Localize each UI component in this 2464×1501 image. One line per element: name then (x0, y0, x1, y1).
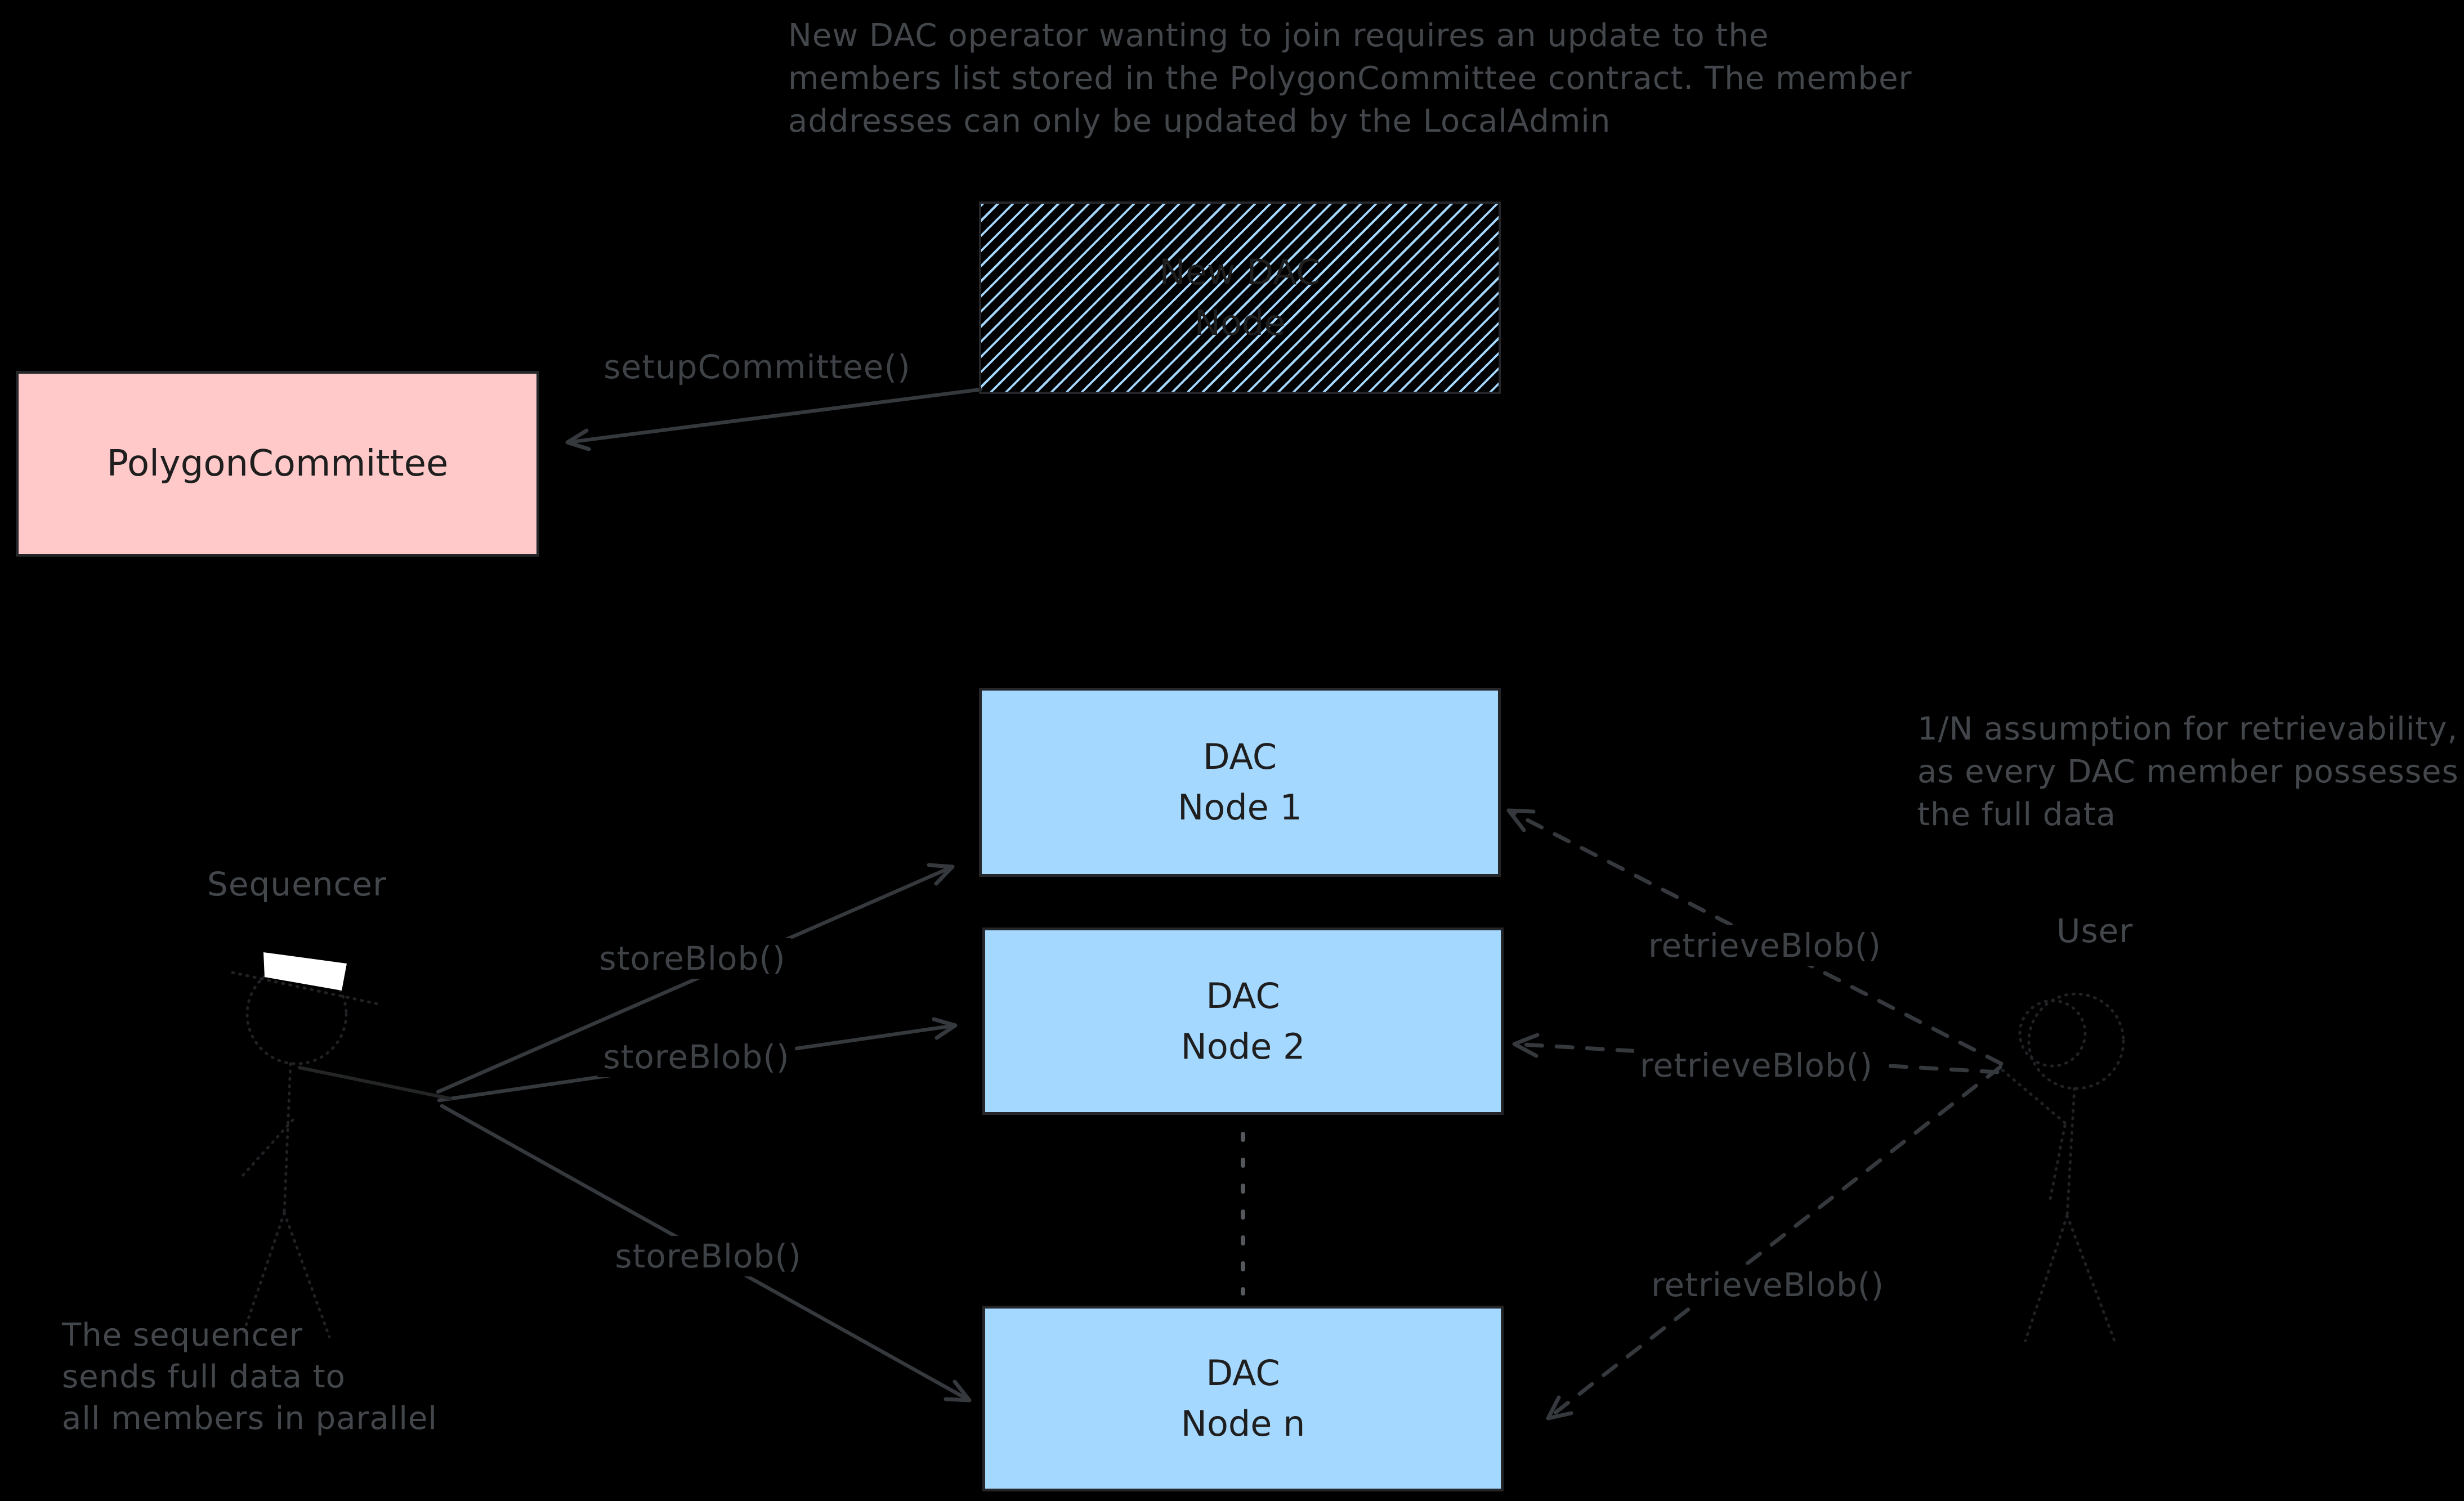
retrieve-blob-arrowhead-1 (1506, 808, 1536, 832)
sequencer-leg-left (242, 1211, 286, 1336)
user-leg-left (2024, 1214, 2069, 1342)
box-label-line: Node n (1180, 1403, 1305, 1444)
store-blob-arrowhead-1 (927, 863, 955, 886)
user-figure (1998, 992, 2125, 1342)
note-line: members list stored in the PolygonCommit… (788, 60, 1912, 97)
setup-committee-arrowhead (565, 428, 591, 451)
note-line: New DAC operator wanting to join require… (788, 17, 1769, 54)
note-line: addresses can only be updated by the Loc… (788, 103, 1611, 140)
actor-label-sequencer: Sequencer (207, 865, 387, 903)
setup-committee-arrow-line (565, 387, 983, 445)
box-dac-node-n: DAC Node n (982, 1306, 1504, 1491)
user-leg-right (2065, 1214, 2116, 1342)
box-dac-node-1: DAC Node 1 (979, 688, 1501, 877)
retrieve-blob-arrowhead-2 (1512, 1033, 1540, 1058)
user-arm-lower (2047, 1124, 2067, 1206)
note-line: all members in parallel (62, 1400, 437, 1437)
edge-label-retrieve-blob-2: retrieveBlob() (1634, 1045, 1879, 1086)
store-blob-arrowhead-2 (932, 1017, 958, 1040)
sequencer-figure (231, 952, 452, 1338)
actor-label-user: User (2056, 912, 2134, 950)
note-line: as every DAC member possesses (1917, 754, 2459, 790)
note-new-dac-operator: New DAC operator wanting to join require… (788, 15, 1912, 143)
edge-label-store-blob-1: storeBlob() (593, 938, 791, 979)
edge-label-retrieve-blob-1: retrieveBlob() (1642, 925, 1888, 966)
note-line: the full data (1917, 796, 2116, 833)
edge-label-store-blob-2: storeBlob() (597, 1037, 795, 1077)
user-hood (2018, 999, 2087, 1068)
edge-label-retrieve-blob-3: retrieveBlob() (1645, 1265, 1890, 1305)
box-label-line: Node (1194, 302, 1286, 343)
note-line: 1/N assumption for retrievability, (1917, 711, 2458, 747)
retrieve-blob-arrow-line-3 (1546, 1065, 2002, 1421)
note-line: sends full data to (62, 1359, 346, 1395)
note-sequencer-parallel: The sequencer sends full data to all mem… (62, 1315, 437, 1440)
box-label-line: PolygonCommittee (106, 442, 449, 485)
retrieve-blob-arrowhead-3 (1546, 1395, 1573, 1421)
sequencer-body (283, 1062, 292, 1215)
box-new-dac-node: New DAC Node (979, 201, 1501, 394)
box-label-line: DAC (1202, 736, 1277, 778)
sequencer-leg-right (283, 1211, 331, 1338)
box-label-line: DAC (1206, 975, 1280, 1016)
sequencer-hat-brim (231, 971, 380, 1006)
user-head (2027, 992, 2125, 1090)
box-label-line: DAC (1206, 1352, 1280, 1394)
edge-label-store-blob-3: storeBlob() (609, 1236, 807, 1276)
sequencer-arm-right (298, 1066, 452, 1100)
store-blob-arrowhead-3 (943, 1379, 972, 1403)
sequencer-arm-left (240, 1118, 294, 1178)
box-label-line: New DAC (1159, 252, 1321, 293)
user-body (2065, 1087, 2076, 1217)
user-arm-left (1998, 1067, 2067, 1124)
box-label-line: Node 2 (1180, 1025, 1305, 1067)
note-line: The sequencer (62, 1317, 303, 1354)
box-dac-node-2: DAC Node 2 (982, 928, 1504, 1115)
store-blob-arrow-line-1 (436, 864, 955, 1094)
note-retrievability: 1/N assumption for retrievability, as ev… (1917, 708, 2459, 836)
edge-label-setup-committee: setupCommittee() (598, 347, 916, 387)
box-polygon-committee: PolygonCommittee (16, 371, 539, 557)
sequencer-hat (263, 952, 347, 991)
box-label-line: Node 1 (1178, 787, 1302, 828)
